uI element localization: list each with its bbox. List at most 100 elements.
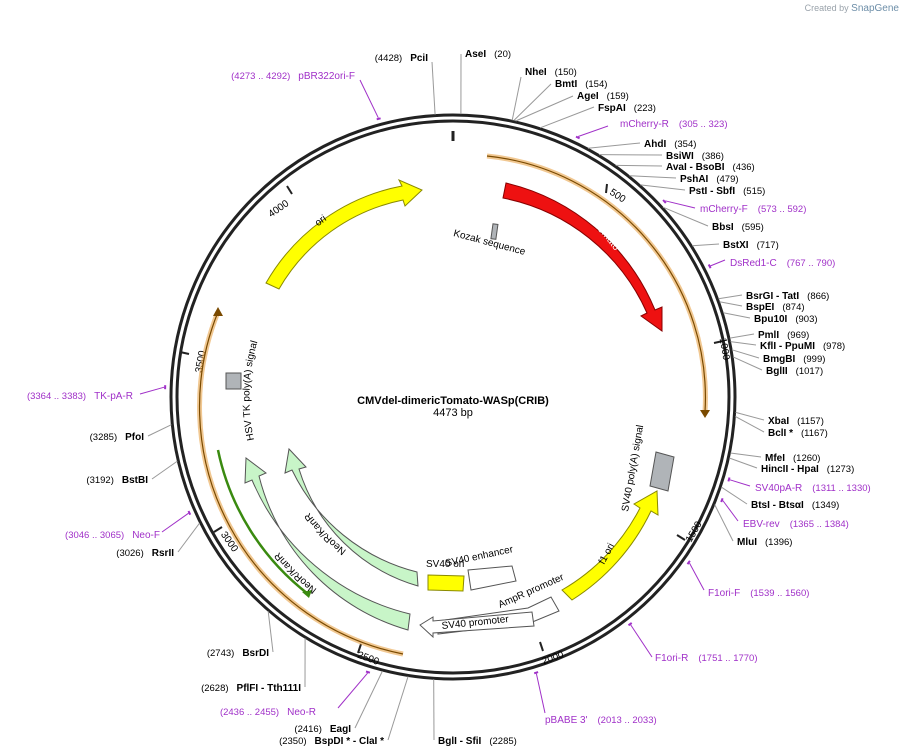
primer-label-0[interactable]: (4273 .. 4292)pBR322ori-F	[231, 71, 355, 82]
primer-leader-2	[665, 200, 696, 209]
primer-label-2[interactable]: mCherry-F(573 .. 592)	[700, 204, 806, 215]
primer-leader-11	[139, 386, 165, 395]
site-leader-25	[714, 504, 734, 542]
site-label-16[interactable]: PmlI(969)	[758, 330, 809, 341]
primer-label-4[interactable]: SV40pA-R(1311 .. 1330)	[755, 483, 871, 494]
site-label-9[interactable]: PshAI(479)	[680, 174, 739, 185]
primer-mark-6	[686, 560, 691, 565]
primer-label-10[interactable]: (3046 .. 3065)Neo-F	[65, 530, 160, 541]
backbone-outer	[169, 113, 737, 681]
restriction-sites: (4428)PciI AseI(20) NheI(150)BmtI(154)AgeI…	[86, 49, 854, 747]
orf-arc-left-line	[198, 311, 404, 655]
site-label-26[interactable]: BglI - SfiI(2285)	[438, 736, 517, 747]
feature-f1-ori[interactable]	[561, 490, 659, 601]
site-label-0[interactable]: (4428)PciI	[375, 53, 428, 64]
site-label-24[interactable]: BtsI - BtsαI(1349)	[751, 500, 839, 511]
site-label-10[interactable]: PstI - SbfI(515)	[689, 186, 765, 197]
site-leader-10	[640, 184, 686, 191]
site-label-20[interactable]: XbaI(1157)	[768, 416, 824, 427]
primer-mark-4	[727, 477, 731, 482]
primer-leader-0	[359, 79, 379, 119]
primer-label-9[interactable]: (2436 .. 2455)Neo-R	[220, 707, 316, 718]
primer-leader-6	[689, 562, 705, 591]
site-label-33[interactable]: (3285)PfoI	[90, 432, 145, 443]
site-label-28[interactable]: (2416)EagI	[294, 724, 351, 735]
site-label-8[interactable]: AvaI - BsoBI(436)	[666, 162, 755, 173]
site-label-29[interactable]: (2628)PflFI - Tth111I	[201, 683, 301, 694]
site-label-2[interactable]: NheI(150)	[525, 67, 577, 78]
site-leader-20	[735, 411, 765, 421]
site-leader-5	[540, 106, 595, 129]
site-label-27[interactable]: (2350)BspDI * - ClaI *	[279, 736, 384, 747]
site-leader-33	[147, 424, 172, 437]
site-label-1[interactable]: AseI(20)	[465, 49, 511, 60]
site-leader-24	[721, 486, 748, 505]
plasmid-title: CMVdel-dimericTomato-WASp(CRIB)	[357, 395, 549, 407]
orf-arrowhead-right	[700, 410, 710, 418]
site-label-12[interactable]: BstXI(717)	[723, 240, 779, 251]
site-leader-17	[730, 341, 757, 346]
primer-label-11[interactable]: (3364 .. 3383)TK-pA-R	[27, 391, 133, 402]
site-label-19[interactable]: BglII(1017)	[766, 366, 823, 377]
site-label-22[interactable]: MfeI(1260)	[765, 453, 820, 464]
feature-sv40-polya[interactable]	[649, 451, 675, 492]
primer-label-5[interactable]: EBV-rev(1365 .. 1384)	[743, 519, 849, 530]
site-label-13[interactable]: BsrGI - TatI(866)	[746, 291, 829, 302]
site-label-31[interactable]: (3026)RsrII	[116, 548, 174, 559]
site-label-6[interactable]: AhdI(354)	[644, 139, 696, 150]
orf-arc-right-line	[486, 155, 707, 413]
site-label-30[interactable]: (2743)BsrDI	[207, 648, 269, 659]
site-label-25[interactable]: MluI(1396)	[737, 537, 792, 548]
site-leader-16	[729, 333, 755, 339]
feature-neor-kanr-2[interactable]	[244, 457, 411, 631]
site-leader-30	[267, 611, 274, 653]
primer-label-8[interactable]: pBABE 3'(2013 .. 2033)	[545, 715, 657, 726]
site-label-23[interactable]: HincII - HpaI(1273)	[761, 464, 854, 475]
primer-label-7[interactable]: F1ori-R(1751 .. 1770)	[655, 653, 758, 664]
primer-mark-7	[627, 622, 633, 627]
site-leader-27	[387, 676, 409, 741]
feature-sv40ori-label: SV40 ori	[426, 559, 464, 570]
feature-hsv-tk-polya[interactable]	[225, 372, 242, 390]
site-leader-6	[587, 142, 641, 149]
site-label-11[interactable]: BbsI(595)	[712, 222, 764, 233]
site-label-5[interactable]: FspAI(223)	[598, 103, 656, 114]
feature-sv40-promoter[interactable]	[419, 611, 535, 639]
feature-ori[interactable]	[265, 178, 423, 290]
site-leader-3	[513, 83, 552, 121]
site-leader-18	[731, 349, 760, 359]
site-label-4[interactable]: AgeI(159)	[577, 91, 629, 102]
feature-neor-kanr-1[interactable]	[284, 447, 419, 587]
tick-4000: 4000	[267, 198, 292, 220]
site-leader-2	[511, 76, 522, 121]
site-leader-4	[515, 95, 574, 122]
site-label-15[interactable]: Bpu10I(903)	[754, 314, 818, 325]
feature-sv40-enhancer[interactable]	[467, 565, 517, 591]
primer-label-3[interactable]: DsRed1-C(767 .. 790)	[730, 258, 835, 269]
primer-leader-8	[535, 673, 546, 714]
site-leader-8	[615, 164, 663, 167]
site-leader-23	[729, 457, 758, 469]
primer-mark-3	[707, 264, 712, 269]
site-label-32[interactable]: (3192)BstBI	[86, 475, 148, 486]
site-label-3[interactable]: BmtI(154)	[555, 79, 607, 90]
site-label-14[interactable]: BspEI(874)	[746, 302, 805, 313]
site-label-17[interactable]: KflI - PpuMI(978)	[760, 341, 845, 352]
feature-kozak[interactable]	[490, 223, 499, 240]
feature-dtomato[interactable]	[502, 182, 663, 332]
primer-leader-9	[337, 672, 368, 709]
feature-sv40-ori[interactable]	[427, 574, 465, 592]
neo-inner-arc	[216, 449, 309, 595]
primer-leader-1	[578, 125, 609, 137]
feature-hsv-label: HSV TK poly(A) signal	[241, 339, 260, 441]
site-label-18[interactable]: BmgBI(999)	[763, 354, 825, 365]
site-label-21[interactable]: BclI *(1167)	[768, 428, 828, 439]
primer-label-6[interactable]: F1ori-F(1539 .. 1560)	[708, 588, 809, 599]
primer-label-1[interactable]: mCherry-R(305 .. 323)	[620, 119, 727, 130]
site-leader-31	[177, 522, 201, 553]
primer-mark-10	[187, 510, 192, 516]
primer-leader-7	[630, 624, 653, 658]
site-label-7[interactable]: BsiWI(386)	[666, 151, 724, 162]
primer-sites: (4273 .. 4292)pBR322ori-F mCherry-R(305 .…	[27, 71, 871, 726]
